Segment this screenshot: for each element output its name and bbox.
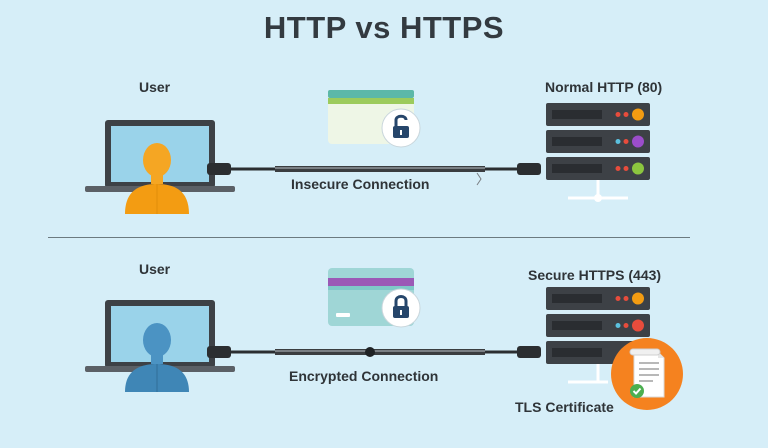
cable-encrypted	[207, 346, 541, 358]
user-label-bottom: User	[139, 261, 171, 277]
user-label-top: User	[139, 79, 171, 95]
browser-card-insecure	[328, 90, 421, 148]
unlocked-padlock-icon	[381, 108, 421, 148]
page-title: HTTP vs HTTPS	[263, 10, 505, 45]
connection-label-insecure: Insecure Connection	[291, 176, 430, 192]
laptop-insecure	[85, 120, 235, 214]
browser-card-secure	[328, 268, 421, 328]
user-icon-insecure	[125, 143, 189, 214]
user-icon-secure	[125, 323, 189, 392]
laptop-secure	[85, 300, 235, 392]
server-label-https: Secure HTTPS (443)	[528, 267, 662, 283]
tls-certificate-icon	[611, 338, 683, 410]
cable-insecure	[207, 163, 541, 186]
server-label-http: Normal HTTP (80)	[545, 79, 663, 95]
locked-padlock-icon	[381, 288, 421, 328]
connection-label-encrypted: Encrypted Connection	[289, 368, 439, 384]
certificate-label: TLS Certificate	[515, 399, 614, 415]
server-http	[546, 103, 650, 202]
section-divider	[48, 237, 690, 238]
